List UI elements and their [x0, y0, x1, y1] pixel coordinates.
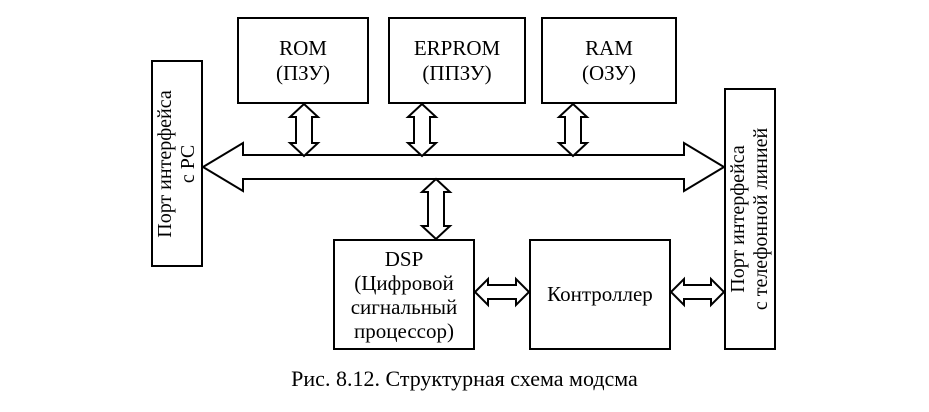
pc-port-label-line-2: с PC	[177, 144, 199, 183]
controller-label: Контроллер	[547, 282, 653, 306]
dsp-bus-connector	[419, 177, 453, 241]
erprom-bus-connector	[405, 102, 439, 158]
rom-label: ROM	[279, 35, 327, 60]
rom-bus-connector	[287, 102, 321, 158]
ram-label: RAM	[585, 35, 633, 60]
dsp-label-line-3: сигнальный	[350, 294, 458, 319]
line-port-label-line-1: Порт интерфейса	[727, 145, 749, 293]
pc-interface-port: Порт интерфейса с PC	[151, 60, 203, 267]
line-port-label: Порт интерфейса с телефонной линией	[727, 128, 773, 310]
dsp-controller-connector	[473, 276, 531, 308]
erprom-block: ERPROM (ППЗУ)	[388, 17, 526, 104]
controller-lineport-connector	[669, 276, 726, 308]
line-port-label-line-2: с телефонной линией	[750, 127, 772, 311]
ram-block: RAM (ОЗУ)	[541, 17, 677, 104]
ram-bus-connector	[556, 102, 590, 158]
dsp-label-line-1: DSP	[384, 246, 424, 271]
ram-sublabel: (ОЗУ)	[581, 60, 637, 85]
rom-sublabel: (ПЗУ)	[275, 60, 331, 85]
rom-block: ROM (ПЗУ)	[237, 17, 369, 104]
dsp-block: DSP (Цифровой сигнальный процессор)	[333, 239, 475, 350]
erprom-label: ERPROM	[413, 35, 501, 60]
erprom-sublabel: (ППЗУ)	[422, 60, 492, 85]
controller-block: Контроллер	[529, 239, 671, 350]
system-bus-arrow	[201, 141, 726, 193]
phone-line-interface-port: Порт интерфейса с телефонной линией	[724, 88, 776, 350]
pc-port-label-line-1: Порт интерфейса	[154, 89, 176, 238]
figure-caption: Рис. 8.12. Структурная схема модсма	[291, 366, 638, 391]
dsp-label-line-2: (Цифровой	[354, 270, 454, 295]
dsp-label-line-4: процессор)	[354, 318, 454, 343]
pc-port-label: Порт интерфейса с PC	[154, 90, 200, 237]
